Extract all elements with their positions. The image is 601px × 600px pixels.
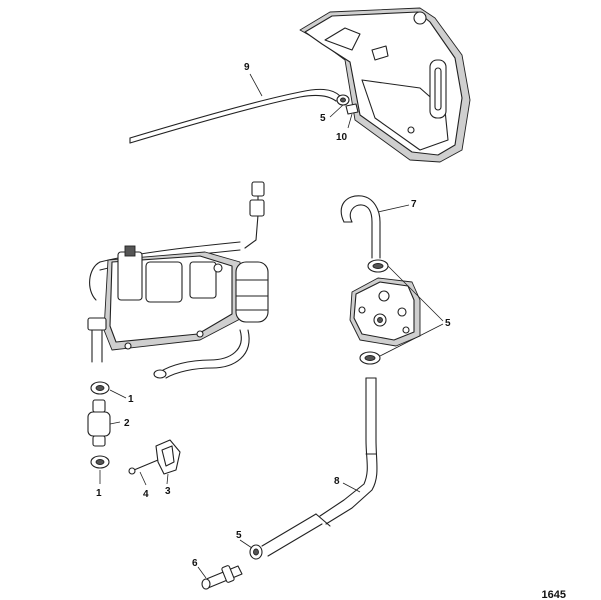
callout-1: 1	[96, 488, 102, 499]
hose-part-8	[261, 377, 378, 557]
leader-lines	[99, 73, 444, 579]
hose-part-7	[340, 195, 381, 259]
callout-1: 1	[128, 394, 134, 405]
bracket-part-3	[155, 439, 181, 475]
callout-5: 5	[445, 318, 451, 329]
callout-8: 8	[334, 476, 340, 487]
fitting-part-6	[201, 565, 243, 590]
clamp-part-5-upper	[367, 259, 389, 273]
bracket-housing	[299, 7, 471, 163]
callout-7: 7	[411, 199, 417, 210]
clamp-part-5-top	[336, 94, 350, 106]
clamp-part-1-upper	[90, 381, 110, 395]
callout-5: 5	[320, 113, 326, 124]
hose-part-9	[129, 88, 341, 144]
callout-labels: 9 5 10 7 5 1 2 1 4 3 8 5 6	[96, 62, 451, 569]
filter-part-2	[87, 399, 111, 447]
clamp-part-5-lower	[359, 351, 381, 365]
callout-6: 6	[192, 558, 198, 569]
fitting-part-10	[345, 103, 359, 115]
callout-3: 3	[165, 486, 171, 497]
callout-4: 4	[143, 489, 149, 500]
fuel-module-assembly	[87, 181, 269, 379]
clamp-part-5-bottom	[249, 544, 263, 560]
clamp-part-1-lower	[90, 455, 110, 469]
fuel-pump	[349, 277, 421, 347]
callout-5: 5	[236, 530, 242, 541]
callout-2: 2	[124, 418, 130, 429]
figure-number: 1645	[542, 589, 566, 600]
screw-part-4	[128, 459, 159, 475]
callout-10: 10	[336, 132, 348, 143]
callout-9: 9	[244, 62, 250, 73]
